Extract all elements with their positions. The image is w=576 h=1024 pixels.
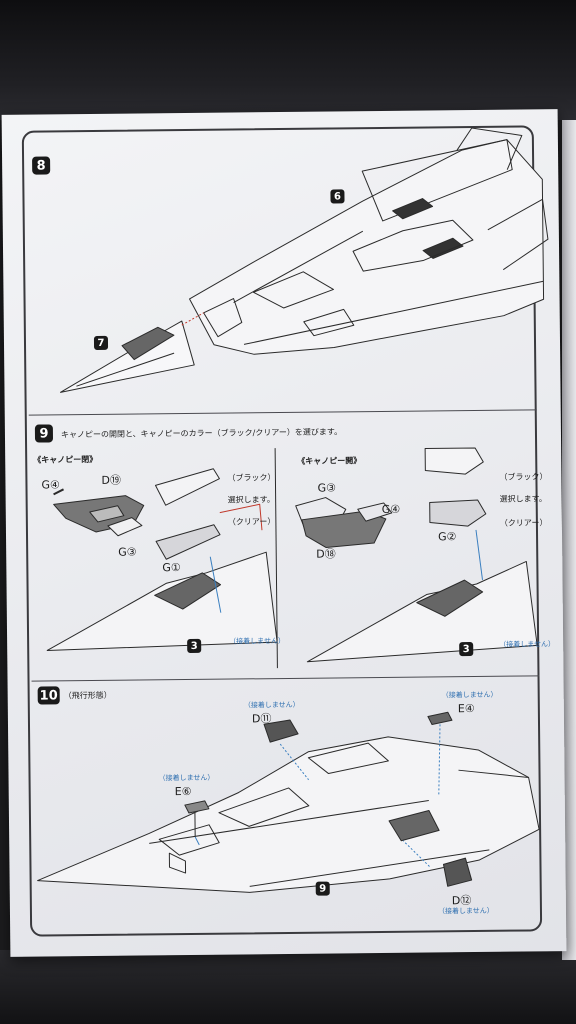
step10-part-e6: E⑥: [174, 784, 192, 799]
step9-right-part-d18: D⑱: [316, 547, 336, 561]
step9-left-choose: 選択します。: [227, 495, 275, 505]
step9-right-title: 《キャノピー開》: [297, 456, 362, 466]
step9-right-ref: 3: [459, 642, 474, 657]
step8-badge: 8: [32, 156, 51, 175]
step9-right-part-g3: G③: [317, 481, 336, 495]
step9-left-title: 《キャノピー閉》: [33, 454, 98, 465]
step10-d11-note: （接着しません）: [243, 700, 300, 710]
step8-part-ref-6: 6: [330, 189, 345, 204]
step8-nose-drawing: [60, 320, 195, 393]
step10-badge: 10: [37, 686, 60, 705]
step9-left-ref: 3: [187, 638, 202, 654]
step9-right-option-black: （ブラック）: [499, 472, 548, 482]
step9-right-part-g2: G②: [437, 530, 457, 544]
step10-e4-note: （接着しません）: [441, 690, 498, 700]
step9-right-choose: 選択します。: [499, 494, 547, 504]
step9-right-drawing: [295, 447, 538, 663]
line-art-illustrations: [37, 127, 549, 893]
step8-fuselage-drawing: [189, 127, 549, 355]
step10-part-e6-drawing: [184, 800, 210, 837]
step10-title: （飛行形態）: [63, 690, 112, 701]
step9-badge: 9: [34, 424, 54, 443]
step9-left-note: （接着しません）: [229, 636, 285, 646]
step10-part-d11: D⑪: [251, 712, 272, 726]
desk-background-top: [0, 0, 576, 120]
step10-part-e4-drawing: [427, 711, 453, 725]
step10-part-e4: E④: [457, 702, 475, 716]
step8-part-ref-7: 7: [93, 335, 109, 350]
next-page-edge: [562, 120, 576, 960]
step10-aircraft-drawing: [37, 736, 540, 893]
step9-right-part-g4: G④: [381, 502, 401, 516]
step10-part-d12-drawing: [442, 857, 473, 887]
step9-right-note: （接着しません）: [499, 640, 556, 649]
desk-background-bottom: [0, 950, 576, 1024]
step9-left-option-black: （ブラック）: [227, 473, 276, 483]
step9-left-part-g1: G①: [162, 561, 181, 575]
step10-ref: 9: [315, 881, 330, 896]
step9-left-part-g4: G④: [41, 478, 60, 492]
instruction-page: 8 6 7 9 キャノピーの開閉と、キャノピーのカラー（ブラック/クリアー）を選…: [1, 109, 567, 957]
step9-left-option-clear: （クリアー）: [227, 517, 276, 527]
step9-left-drawing: [46, 468, 278, 651]
step9-left-part-d19: D⑲: [101, 473, 121, 487]
step10-d12-note: （接着しません）: [437, 906, 494, 916]
step10-part-d11-drawing: [263, 719, 299, 743]
step9-panel-separator: [274, 448, 278, 669]
step9-right-option-clear: （クリアー）: [499, 518, 548, 528]
step9-left-part-g3: G③: [118, 545, 137, 559]
step10-e6-note: （接着しません）: [158, 773, 215, 783]
